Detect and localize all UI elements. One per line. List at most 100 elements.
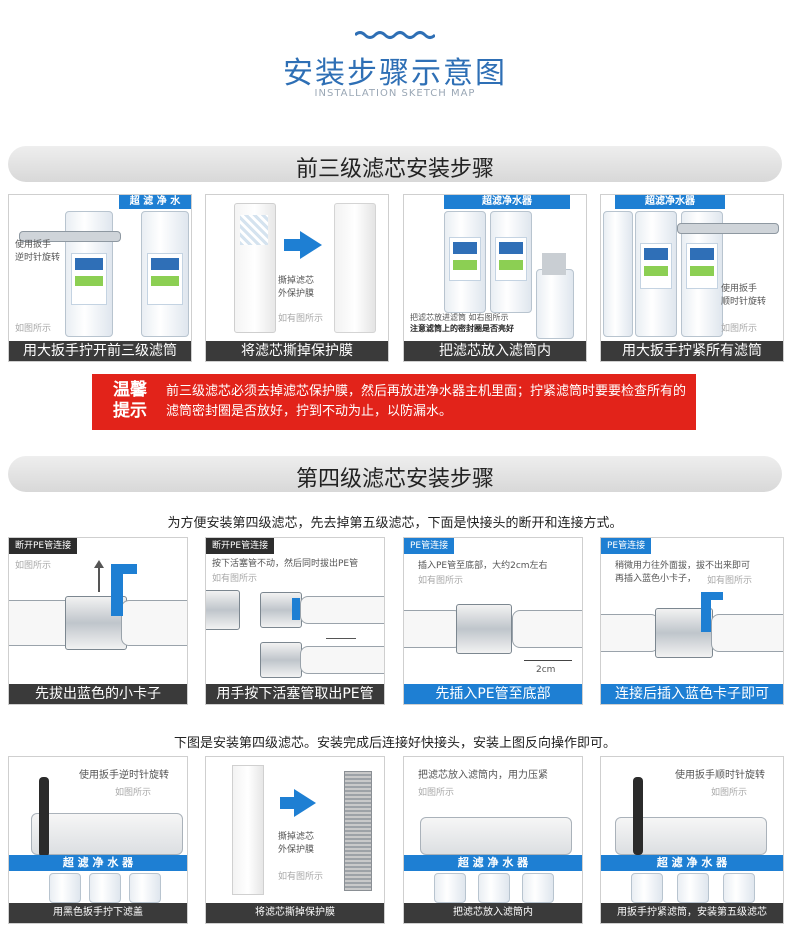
filter-label [449, 237, 481, 281]
filter-housing [31, 813, 183, 855]
pe-pipe [121, 600, 187, 646]
arrow-up-icon [94, 560, 104, 568]
pe-panel-3: PE管连接 插入PE管至底部，大约2cm左右 如有图所示 2cm 先插入PE管至… [403, 537, 583, 705]
blue-clip-top [701, 592, 723, 600]
filter-canister-open [536, 269, 574, 339]
step4-hint: 如图所示 [721, 324, 758, 334]
filter-canister [478, 873, 510, 903]
pe-note-2: 按下活塞管不动，然后同时拔出PE管 [212, 559, 359, 569]
pe-panel-2: 断开PE管连接 按下活塞管不动，然后同时拔出PE管 如有图所示 用手按下活塞管取… [205, 537, 385, 705]
pe-note-3: 插入PE管至底部，大约2cm左右 [418, 561, 548, 571]
step2-hint: 如有图所示 [278, 314, 324, 324]
pe-tag-3: PE管连接 [404, 538, 455, 554]
blue-collet [292, 598, 300, 620]
blue-clip [111, 564, 123, 616]
final-note-1: 使用扳手逆时针旋转 [79, 770, 169, 781]
filter-canister [89, 873, 121, 903]
quick-connector [206, 590, 240, 630]
step1-panel: 超 滤 净 水 使用扳手 逆时针旋转 如图所示 用大扳手拧开前三级滤筒 [8, 194, 192, 362]
step1-hint: 如图所示 [15, 324, 52, 334]
filter-canister [677, 873, 709, 903]
filter-canister [129, 873, 161, 903]
brand-banner: 超滤净水器 [615, 195, 725, 209]
arrow-up-shaft [98, 566, 100, 592]
quick-connector [456, 604, 512, 654]
final-caption-1: 用黑色扳手拧下滤盖 [9, 903, 187, 923]
filter-canister [723, 873, 755, 903]
page-title: 安装步骤示意图 [283, 56, 507, 91]
final-caption-4: 用扳手拧紧滤筒，安装第五级滤芯 [601, 903, 783, 923]
filter-label [71, 253, 107, 305]
membrane-filter [344, 771, 372, 891]
filter-canister [603, 211, 633, 337]
pe-caption-3: 先插入PE管至底部 [404, 684, 582, 704]
pe-tag-4: PE管连接 [601, 538, 652, 554]
filter-label [495, 237, 527, 281]
brand-banner: 超 滤 净 水 器 [601, 855, 783, 871]
filter-canister [522, 873, 554, 903]
arrow-right-icon [300, 231, 322, 259]
pe-pipe [711, 614, 783, 652]
filter-insert [542, 253, 566, 275]
pe-caption-1: 先拔出蓝色的小卡子 [9, 684, 187, 704]
pe-pipe [300, 596, 384, 624]
filter-label [686, 243, 718, 289]
step4-note: 使用扳手 顺时针旋转 [721, 284, 767, 307]
warm-tip-heading: 温馨 提示 [113, 380, 147, 421]
pe-measure: 2cm [536, 665, 556, 675]
final-hint-3: 如图所示 [418, 788, 455, 798]
step2-note: 撕掉滤芯 外保护膜 [278, 276, 315, 299]
pe-caption-2: 用手按下活塞管取出PE管 [206, 684, 384, 704]
filter-canister [49, 873, 81, 903]
black-wrench [633, 777, 643, 855]
final-hint-1: 如图所示 [115, 788, 152, 798]
step4-panel: 超滤净水器 使用扳手 顺时针旋转 如图所示 用大扳手拧紧所有滤筒 [600, 194, 784, 362]
step1-caption: 用大扳手拧开前三级滤筒 [9, 341, 191, 361]
step3-note2: 注意滤筒上的密封圈是否亮好 [410, 324, 514, 333]
final-panel-4: 使用扳手顺时针旋转 如图所示 超 滤 净 水 器 用扳手拧紧滤筒，安装第五级滤芯 [600, 756, 784, 924]
brand-banner: 超 滤 净 水 器 [9, 855, 187, 871]
arrow-shaft [280, 797, 294, 809]
pe-tag-1: 断开PE管连接 [9, 538, 78, 554]
brand-banner: 超 滤 净 水 器 [404, 855, 582, 871]
wave-decoration-icon [355, 31, 435, 39]
black-wrench [39, 777, 49, 857]
step3-note: 把滤芯放进滤筒 如右图所示 [410, 313, 509, 322]
brand-banner: 超 滤 净 水 [119, 195, 191, 209]
filter-canister [631, 873, 663, 903]
warm-tip-box [92, 374, 696, 430]
final-note-2: 撕掉滤芯 外保护膜 [278, 832, 315, 855]
pe-hint-3: 如有图所示 [418, 576, 464, 586]
blue-clip [701, 592, 711, 632]
step1-note: 使用扳手 逆时针旋转 [15, 240, 61, 263]
final-caption-3: 把滤芯放入滤筒内 [404, 903, 582, 923]
arrow-right-icon [294, 789, 316, 817]
section1-title: 前三级滤芯安装步骤 [295, 157, 494, 182]
final-panel-2: 撕掉滤芯 外保护膜 如有图所示 将滤芯撕掉保护膜 [205, 756, 385, 924]
step3-panel: 超滤净水器 把滤芯放进滤筒 如右图所示 注意滤筒上的密封圈是否亮好 把滤芯放入滤… [403, 194, 587, 362]
final-note-4: 使用扳手顺时针旋转 [675, 770, 765, 781]
pe-caption-4: 连接后插入蓝色卡子即可 [601, 684, 783, 704]
section2-lead: 为方便安装第四级滤芯，先去掉第五级滤芯，下面是快接头的断开和连接方式。 [167, 516, 623, 531]
final-panel-3: 把滤芯放入滤筒内，用力压紧 如图所示 超 滤 净 水 器 把滤芯放入滤筒内 [403, 756, 583, 924]
final-caption-2: 将滤芯撕掉保护膜 [206, 903, 384, 923]
brand-banner: 超滤净水器 [444, 195, 570, 209]
filter-housing [420, 817, 572, 855]
final-hint-4: 如图所示 [711, 788, 748, 798]
warm-tip-text: 前三级滤芯必须去掉滤芯保护膜，然后再放进净水器主机里面；拧紧滤筒时要要检查所有的… [166, 384, 687, 419]
filter-label [640, 243, 672, 289]
section1-bar [8, 146, 782, 182]
pe-note-4: 稍微用力往外面拔，拔不出来即可 再插入蓝色小卡子， [615, 561, 751, 584]
page-subtitle: INSTALLATION SKETCH MAP [314, 88, 476, 99]
section2-lead2: 下图是安装第四级滤芯。安装完成后连接好快接头，安装上图反向操作即可。 [173, 736, 616, 751]
step2-panel: 撕掉滤芯 外保护膜 如有图所示 将滤芯撕掉保护膜 [205, 194, 389, 362]
pe-panel-4: PE管连接 稍微用力往外面拔，拔不出来即可 再插入蓝色小卡子， 如有图所示 连接… [600, 537, 784, 705]
pe-pipe [601, 614, 659, 652]
measure-line [524, 660, 572, 661]
section2-bar [8, 456, 782, 492]
pe-pipe [512, 610, 582, 648]
wrench [19, 231, 121, 242]
arrow-right-line [326, 638, 356, 639]
quick-connector [260, 642, 302, 678]
pe-panel-1: 断开PE管连接 如图所示 先拔出蓝色的小卡子 [8, 537, 188, 705]
